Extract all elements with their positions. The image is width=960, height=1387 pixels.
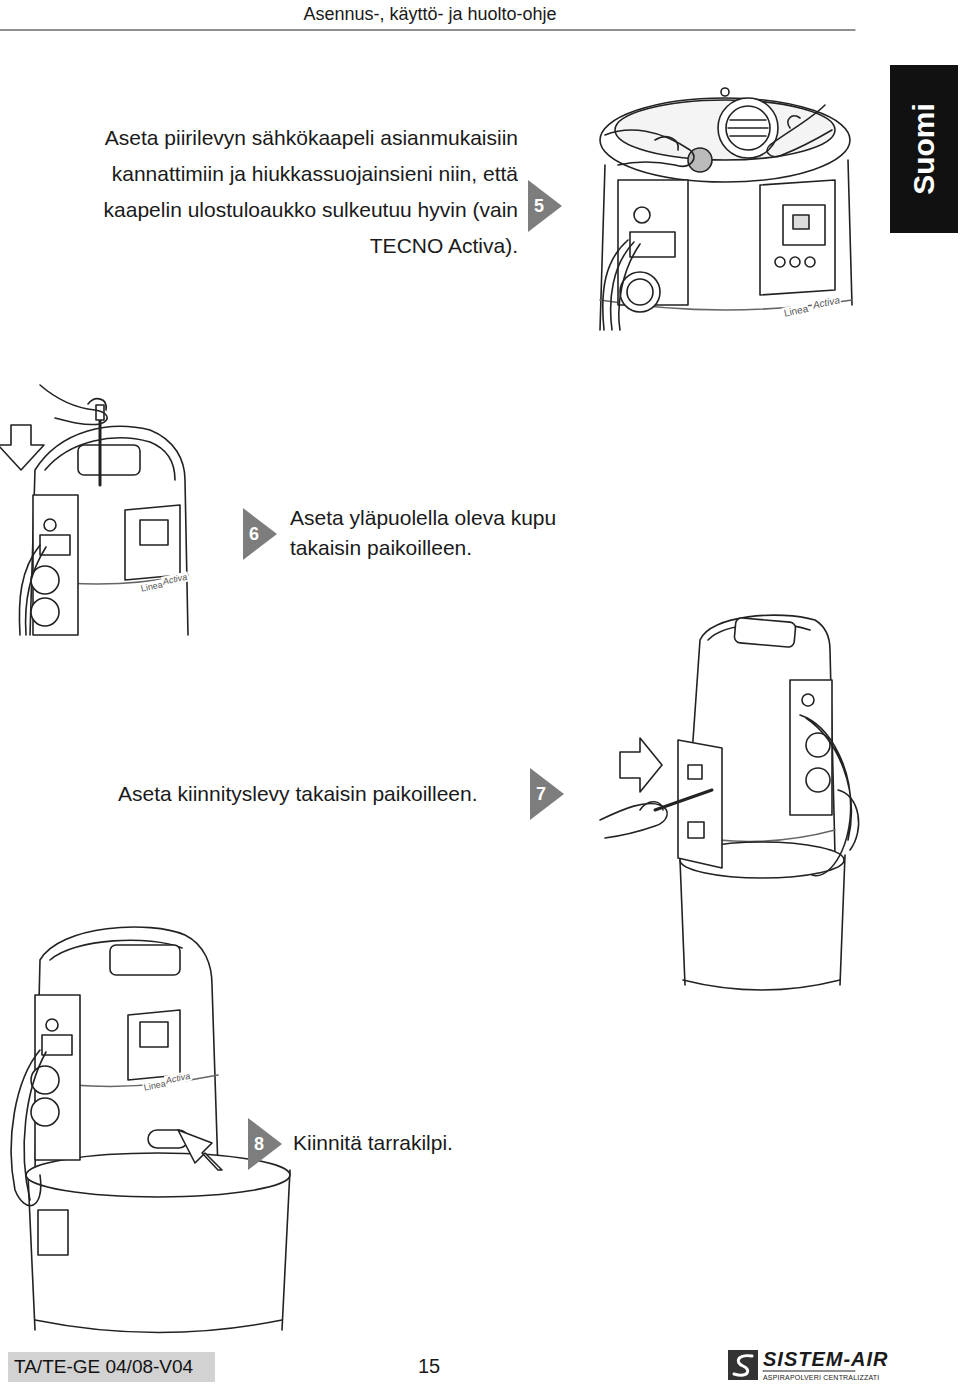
page-number: 15 bbox=[418, 1355, 440, 1378]
step-marker-shape bbox=[243, 508, 277, 560]
figure-step-6 bbox=[0, 385, 188, 635]
step-marker-triangle bbox=[248, 1118, 282, 1170]
figure-step-7 bbox=[600, 615, 859, 990]
product-brand: Activa bbox=[161, 572, 189, 587]
product-brand: Linea bbox=[139, 579, 165, 594]
page-header: Asennus-, käyttö- ja huolto-ohje bbox=[0, 4, 860, 25]
step-marker: 7 bbox=[530, 768, 564, 820]
step-number: 5 bbox=[534, 196, 544, 216]
instruction-text: Aseta kiinnityslevy takaisin paikoilleen… bbox=[118, 779, 478, 809]
step-number: 8 bbox=[254, 1134, 264, 1154]
step-marker-shape bbox=[528, 180, 562, 232]
step-marker-triangle bbox=[243, 508, 277, 560]
step-marker: 8 bbox=[248, 1118, 282, 1170]
step-marker-triangle bbox=[528, 180, 562, 232]
figure-step-5 bbox=[600, 88, 852, 330]
step-number: 7 bbox=[536, 784, 546, 804]
brand-logo: SISTEM-AIR bbox=[763, 1348, 889, 1371]
instruction-text: Aseta yläpuolella oleva kupu takaisin pa… bbox=[290, 503, 580, 563]
product-brand: Activa bbox=[811, 294, 842, 311]
product-brand: Linea bbox=[782, 303, 810, 319]
step-marker-shape bbox=[530, 768, 564, 820]
step-marker: 5 bbox=[528, 180, 562, 232]
document-code-box: TA/TE-GE 04/08-V04 bbox=[8, 1352, 215, 1382]
brand-tagline: ASPIRAPOLVERI CENTRALIZZATI bbox=[763, 1374, 879, 1381]
step-marker-shape bbox=[248, 1118, 282, 1170]
language-tab: Suomi bbox=[890, 65, 958, 233]
instruction-text: Kiinnitä tarrakilpi. bbox=[293, 1128, 453, 1158]
instruction-text: Aseta piirilevyn sähkökaapeli asianmukai… bbox=[88, 120, 518, 264]
product-brand: Activa bbox=[164, 1071, 192, 1086]
step-marker-triangle bbox=[530, 768, 564, 820]
figure-step-8 bbox=[11, 927, 290, 1332]
step-number: 6 bbox=[249, 524, 259, 544]
product-brand: Linea bbox=[142, 1078, 168, 1093]
document-code: TA/TE-GE 04/08-V04 bbox=[14, 1352, 193, 1382]
step-marker: 6 bbox=[243, 508, 277, 560]
header-rule bbox=[0, 29, 855, 30]
language-label: Suomi bbox=[907, 103, 941, 195]
